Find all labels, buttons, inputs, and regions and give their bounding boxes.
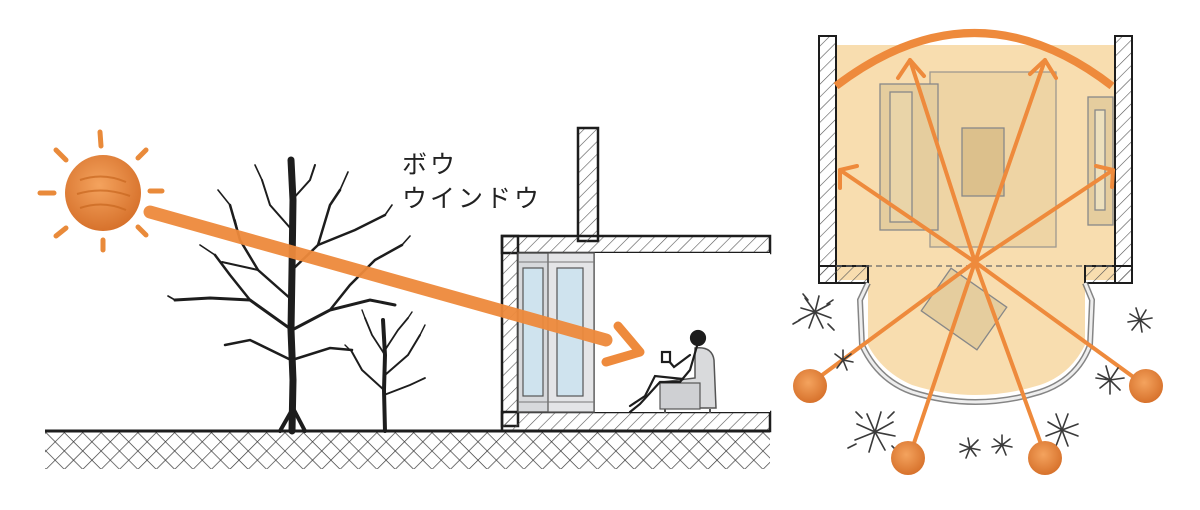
diagram-label-line-1: ボウ: [402, 150, 459, 179]
tree-icon: [167, 156, 411, 435]
person-in-chair-icon: [628, 329, 717, 414]
plan-view: [792, 29, 1163, 475]
ground: [45, 429, 770, 469]
house-section: [500, 126, 772, 433]
sun-icon: [37, 129, 165, 253]
sun-ball-icon: [793, 369, 1163, 475]
furniture: [879, 71, 1114, 351]
shrub-icon: [792, 293, 1153, 459]
sun-ball-rays: [808, 260, 1145, 457]
diagram-label-line-2: ウインドウ: [402, 184, 543, 213]
section-view: [37, 126, 772, 469]
sunlight-arrow-icon: [143, 205, 645, 367]
light-rays: [838, 58, 1115, 264]
tree-icon: [344, 309, 426, 433]
light-arc: [833, 29, 1115, 90]
